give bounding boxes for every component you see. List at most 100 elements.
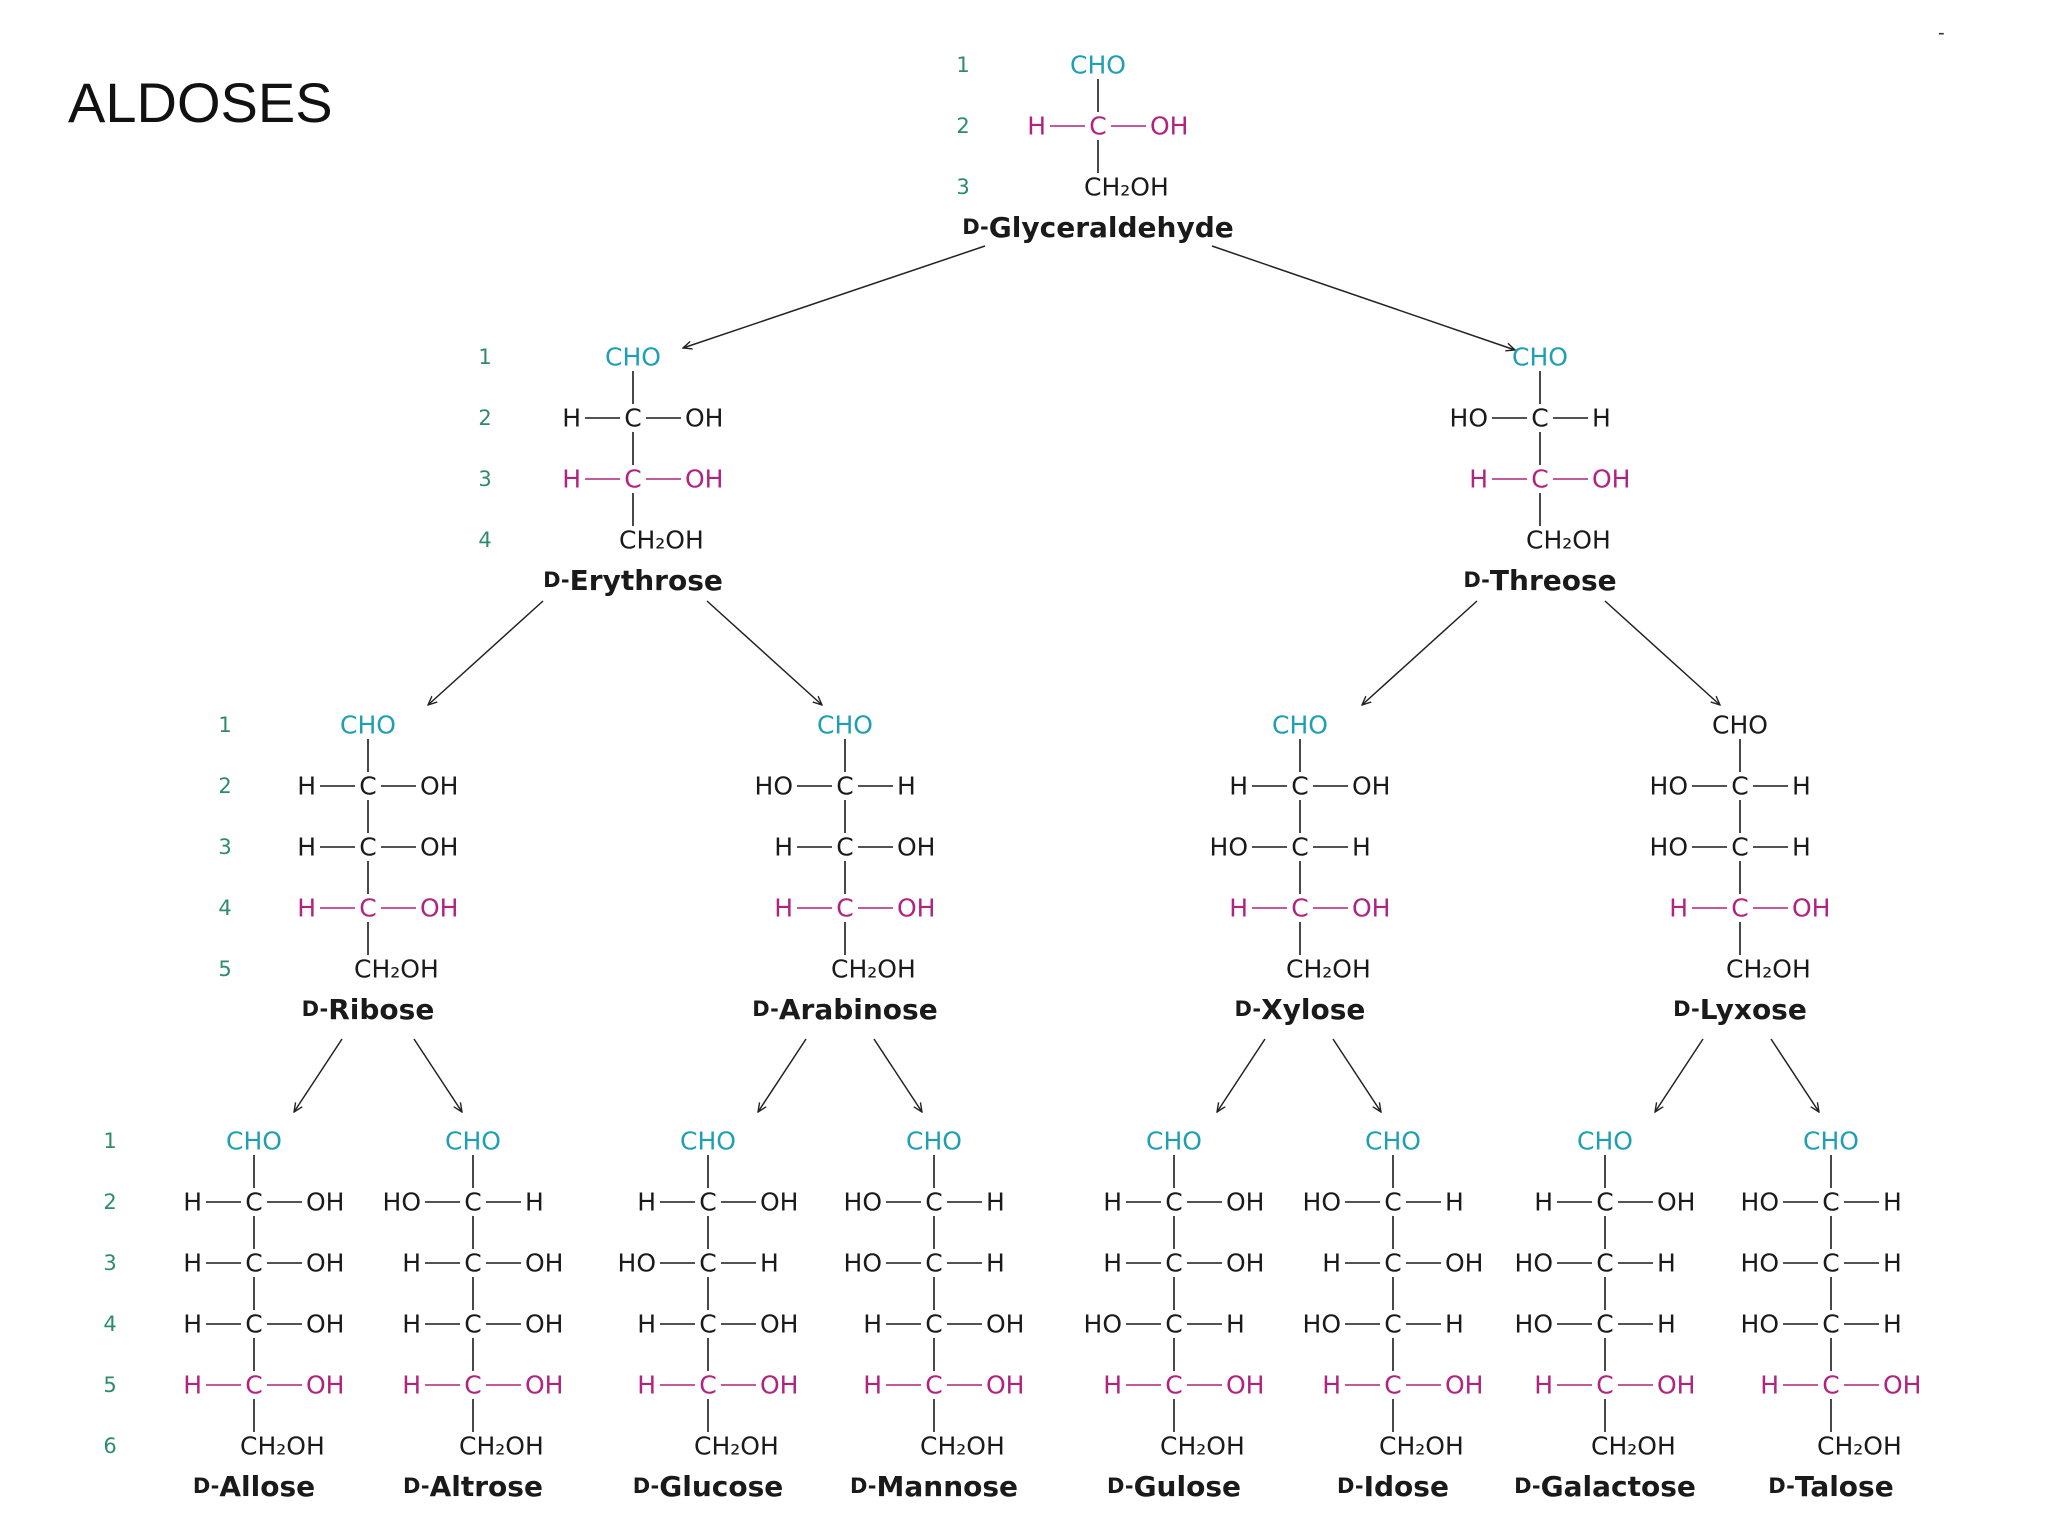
carbon-atom: C	[1596, 1249, 1613, 1278]
arrow-from-lyxose	[1655, 1038, 1704, 1112]
hydrogen: H	[637, 1310, 656, 1339]
hydrogen: H	[774, 833, 793, 862]
carbon-atom: C	[1291, 833, 1308, 862]
carbon-number: 4	[478, 528, 491, 552]
hydroxyl-group: OH	[760, 1310, 798, 1339]
sugar-name-text: Galactose	[1541, 1470, 1696, 1503]
carbon-atom: C	[464, 1371, 481, 1400]
hydroxyl-group: OH	[1792, 894, 1830, 923]
hydroxyl-group: HO	[1210, 833, 1248, 862]
carbon-atom: C	[1822, 1188, 1839, 1217]
hydrogen: H	[1103, 1249, 1122, 1278]
d-prefix: D-	[1463, 568, 1490, 592]
page-title: ALDOSES	[68, 71, 333, 134]
arrow-from-threose	[1362, 600, 1478, 705]
hydroxyl-group: HO	[1084, 1310, 1122, 1339]
terminal-group: CH₂OH	[1726, 955, 1811, 984]
arrow-from-glyceraldehyde	[683, 245, 986, 348]
hydrogen: H	[863, 1371, 882, 1400]
hydroxyl-group: OH	[525, 1310, 563, 1339]
carbon-number: 1	[218, 713, 231, 737]
hydrogen: H	[1760, 1371, 1779, 1400]
hydroxyl-group: HO	[383, 1188, 421, 1217]
carbon-atom: C	[699, 1249, 716, 1278]
carbon-atom: C	[925, 1188, 942, 1217]
carbon-number: 1	[478, 345, 491, 369]
hydrogen: H	[1352, 833, 1371, 862]
sugar-name-text: Erythrose	[570, 564, 723, 597]
terminal-group: CH₂OH	[1591, 1432, 1676, 1461]
hydrogen: H	[1469, 465, 1488, 494]
terminal-group: CH₂OH	[1379, 1432, 1464, 1461]
d-prefix: D-	[1235, 997, 1262, 1021]
hydrogen: H	[1792, 772, 1811, 801]
arrow-from-xylose	[1332, 1038, 1381, 1112]
sugar-name: D-Arabinose	[752, 993, 937, 1026]
hydrogen: H	[183, 1371, 202, 1400]
d-prefix: D-	[543, 568, 570, 592]
hydroxyl-group: OH	[1226, 1249, 1264, 1278]
carbon-number: 6	[103, 1434, 116, 1458]
d-prefix: D-	[1514, 1474, 1541, 1498]
hydroxyl-group: OH	[306, 1310, 344, 1339]
hydroxyl-group: OH	[1226, 1188, 1264, 1217]
aldehyde-group: CHO	[680, 1127, 736, 1156]
aldehyde-group: CHO	[1272, 711, 1328, 740]
d-prefix: D-	[193, 1474, 220, 1498]
carbon-number: 3	[218, 835, 231, 859]
sugar-name-text: Altrose	[430, 1470, 543, 1503]
aldehyde-group: CHO	[1577, 1127, 1633, 1156]
hydrogen: H	[1445, 1188, 1464, 1217]
carbon-atom: C	[245, 1310, 262, 1339]
carbon-atom: C	[1165, 1371, 1182, 1400]
carbon-number: 3	[956, 175, 969, 199]
arrow-from-threose	[1604, 600, 1720, 705]
sugar-name: D-Gulose	[1107, 1470, 1241, 1503]
hydrogen: H	[637, 1188, 656, 1217]
carbon-number: 2	[478, 406, 491, 430]
carbon-atom: C	[359, 894, 376, 923]
aldehyde-group: CHO	[226, 1127, 282, 1156]
arrow-from-lyxose	[1770, 1038, 1819, 1112]
arrow-from-glyceraldehyde	[1211, 245, 1515, 350]
sugar-name: D-Glyceraldehyde	[962, 211, 1234, 244]
d-prefix: D-	[1768, 1474, 1795, 1498]
carbon-number: 5	[103, 1373, 116, 1397]
arrow-from-ribose	[413, 1038, 462, 1112]
hydroxyl-group: HO	[844, 1188, 882, 1217]
hydroxyl-group: HO	[1741, 1249, 1779, 1278]
terminal-group: CH₂OH	[354, 955, 439, 984]
d-prefix: D-	[1673, 997, 1700, 1021]
sugar-name: D-Talose	[1768, 1470, 1893, 1503]
carbon-number: 3	[478, 467, 491, 491]
sugar-name-text: Arabinose	[779, 993, 938, 1026]
corner-mark: -	[1938, 22, 1945, 44]
arrow-from-erythrose	[428, 600, 544, 705]
terminal-group: CH₂OH	[1160, 1432, 1245, 1461]
arrow-from-arabinose	[873, 1038, 922, 1112]
carbon-number: 2	[956, 114, 969, 138]
carbon-atom: C	[245, 1371, 262, 1400]
hydroxyl-group: HO	[1515, 1249, 1553, 1278]
